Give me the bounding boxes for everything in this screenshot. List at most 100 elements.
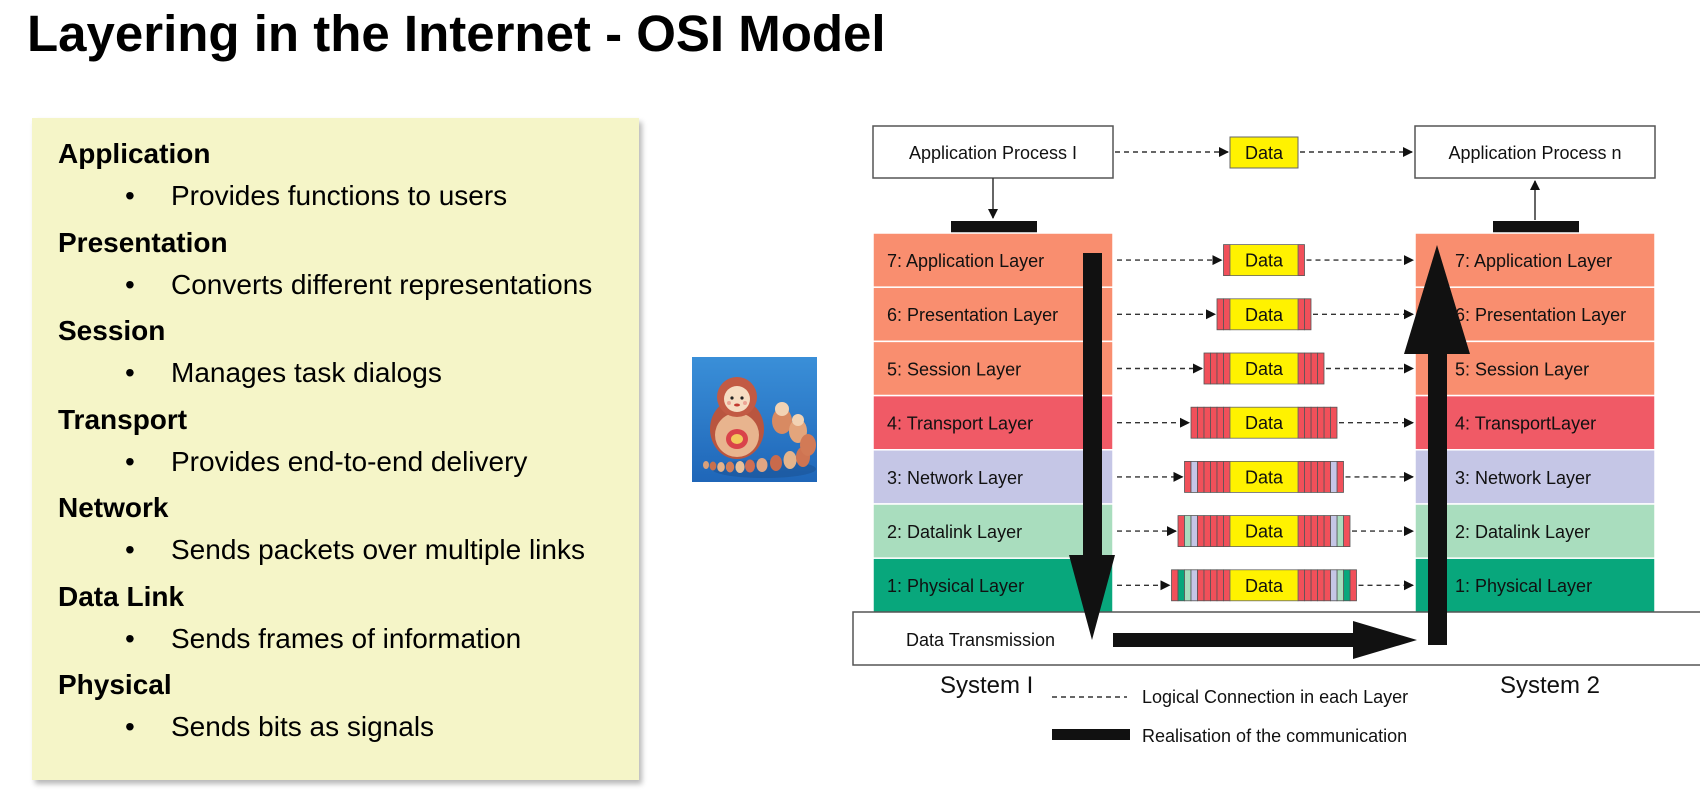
layer-description: •Sends frames of information [58, 622, 592, 654]
layer-label-left: 5: Session Layer [887, 359, 1021, 379]
layer-box-left [872, 503, 1114, 559]
packet-trailer-stripe [1297, 244, 1305, 277]
packet-trailer-stripe [1336, 460, 1344, 493]
packet-header-stripe [1190, 406, 1198, 439]
bullet-icon: • [125, 445, 135, 477]
layer-label-left: 4: Transport Layer [887, 414, 1033, 434]
bullet-icon: • [125, 534, 135, 565]
packet-header-stripe [1210, 515, 1218, 547]
packet-trailer-stripe [1310, 569, 1318, 602]
packet-header-stripe [1223, 515, 1231, 547]
app-process-left-box [872, 125, 1114, 179]
layer-description-text: Manages task dialogs [171, 357, 442, 388]
data-transmission-label: Data Transmission [906, 630, 1055, 650]
packet-header-stripe [1216, 460, 1224, 493]
packet-trailer-stripe [1304, 569, 1312, 602]
layer-name: Presentation [58, 226, 228, 258]
app-process-left-label: Application Process I [909, 143, 1077, 163]
layer-name: Network [58, 492, 169, 523]
layer-box-left [872, 449, 1114, 505]
packet-trailer-stripe [1310, 460, 1318, 493]
packet-data-label: Data [1245, 413, 1284, 433]
layer-label-right: 3: Network Layer [1455, 468, 1591, 488]
packet-header-stripe [1203, 406, 1211, 439]
packet-trailer-stripe [1317, 515, 1325, 547]
layer-label-right: 5: Session Layer [1455, 359, 1589, 379]
packet-trailer-stripe [1297, 406, 1305, 439]
layer-box-right [1414, 503, 1656, 559]
layer-label-right: 6: Presentation Layer [1455, 305, 1626, 325]
packet-trailer-stripe [1317, 352, 1325, 385]
app-process-right-box [1414, 125, 1656, 179]
layer-label-right: 1: Physical Layer [1455, 576, 1592, 596]
app-process-right-label: Application Process n [1448, 143, 1621, 163]
packet-header-stripe [1190, 460, 1198, 493]
layer-label-right: 4: TransportLayer [1455, 414, 1596, 434]
layer-description: •Provides end-to-end delivery [58, 445, 592, 477]
packet-header-stripe [1223, 406, 1231, 439]
packet-trailer-stripe [1323, 460, 1331, 493]
matryoshka-dolls-image [692, 357, 817, 482]
bullet-icon: • [125, 180, 135, 211]
layer-box-left [872, 394, 1114, 451]
packet-header-stripe [1216, 515, 1224, 547]
packet-header-stripe [1197, 460, 1205, 493]
packet-header-stripe [1184, 460, 1192, 493]
packet-data-label: Data [1245, 251, 1284, 271]
layer-label-right: 7: Application Layer [1455, 251, 1612, 271]
packet-trailer-stripe [1304, 515, 1312, 547]
packet-trailer-stripe [1310, 515, 1318, 547]
layer-entry-session: Session • Manages task dialogs [58, 317, 592, 406]
layer-description-text: Provides functions to users [171, 180, 508, 211]
packet-trailer-stripe [1323, 406, 1331, 439]
legend-logical-label: Logical Connection in each Layer [1142, 687, 1408, 707]
packet-header-stripe [1216, 406, 1224, 439]
layer-box-right [1414, 449, 1656, 505]
layer-box-left [872, 340, 1114, 397]
packet-header-stripe [1171, 569, 1179, 602]
packet-trailer-stripe [1330, 460, 1338, 493]
layer-entry-application: Application •Provides functions to users [58, 140, 592, 229]
packet-header-stripe [1210, 460, 1218, 493]
layer-description-text: Sends frames of information [171, 622, 522, 654]
bullet-icon: • [125, 357, 135, 388]
packet-trailer-stripe [1304, 298, 1312, 331]
packet-header-stripe [1216, 352, 1224, 385]
packet-data-box [1229, 352, 1299, 385]
layer-entry-data-link: Data Link •Sends frames of information [58, 582, 592, 672]
packet-header-stripe [1190, 515, 1198, 547]
slide-title: Layering in the Internet - OSI Model [27, 5, 886, 62]
layer-label-left: 3: Network Layer [887, 468, 1023, 488]
packet-trailer-stripe [1323, 515, 1331, 547]
doll-large [710, 377, 764, 459]
legend-realisation-label: Realisation of the communication [1142, 726, 1407, 746]
packet-header-stripe [1190, 569, 1198, 602]
interface-bar-right [1493, 221, 1579, 233]
packet-trailer-stripe [1317, 460, 1325, 493]
layer-description: • Manages task dialogs [58, 359, 592, 387]
doll-medium-group [772, 402, 816, 456]
layer-description: •Sends packets over multiple links [58, 536, 592, 564]
packet-header-stripe [1210, 406, 1218, 439]
layer-box-right [1414, 232, 1656, 288]
packet-header-stripe [1197, 569, 1205, 602]
packet-trailer-stripe [1297, 569, 1305, 602]
layer-description: •Sends bits as signals [58, 713, 592, 741]
layer-label-right: 2: Datalink Layer [1455, 522, 1590, 542]
layer-entry-network: Network •Sends packets over multiple lin… [58, 494, 592, 583]
packet-trailer-stripe [1310, 352, 1318, 385]
packet-data-label: Data [1245, 576, 1284, 596]
packet-header-stripe [1197, 406, 1205, 439]
packet-trailer-stripe [1297, 515, 1305, 547]
system-left-label: System I [940, 672, 1033, 699]
big-arrow-up [1404, 245, 1470, 645]
layer-label-left: 1: Physical Layer [887, 576, 1024, 596]
packet-header-stripe [1197, 515, 1205, 547]
layer-name: Session [58, 315, 166, 346]
packet-header-stripe [1184, 515, 1192, 547]
packet-data-label: Data [1245, 359, 1284, 379]
packet-trailer-stripe [1317, 569, 1325, 602]
packet-header-stripe [1203, 515, 1211, 547]
